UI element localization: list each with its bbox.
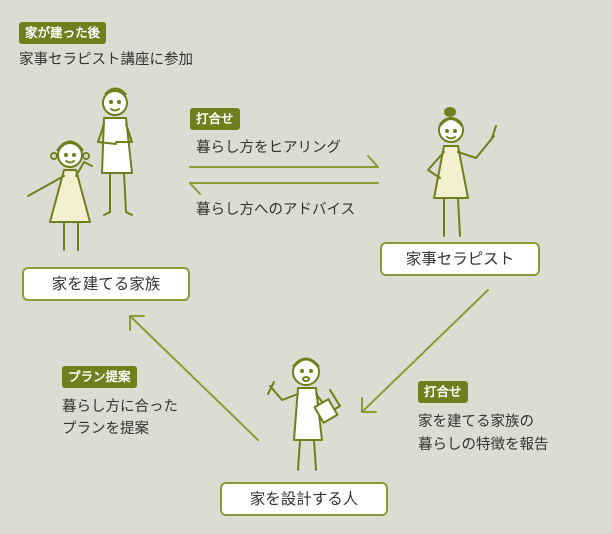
advice-label: 暮らし方へのアドバイス: [196, 202, 356, 218]
arrow-designer-to-family: [129, 315, 259, 441]
intro-tag: 家が建った後: [19, 22, 107, 44]
top-edge-tag: 打合せ: [190, 108, 240, 130]
node-therapist: 家事セラピスト: [380, 242, 540, 276]
report-line2: 暮らしの特徴を報告: [418, 437, 549, 453]
arrow-to-therapist: [189, 155, 379, 168]
man-figure: [97, 87, 133, 216]
plan-line1: 暮らし方に合った: [62, 399, 178, 415]
arrow-therapist-to-designer: [361, 289, 489, 413]
arrow-to-family: [189, 182, 379, 195]
girl-figure: [27, 140, 93, 251]
right-edge-tag: 打合せ: [418, 381, 468, 403]
report-line1: 家を建てる家族の: [418, 414, 534, 430]
therapist-figure: [427, 107, 497, 237]
hearing-label: 暮らし方をヒアリング: [196, 140, 341, 156]
intro-text: 家事セラピスト講座に参加: [19, 52, 193, 68]
left-edge-tag: プラン提案: [62, 366, 137, 388]
plan-line2: プランを提案: [62, 421, 149, 437]
node-designer: 家を設計する人: [220, 482, 388, 516]
node-family: 家を建てる家族: [22, 267, 190, 301]
designer-figure: [267, 357, 341, 471]
